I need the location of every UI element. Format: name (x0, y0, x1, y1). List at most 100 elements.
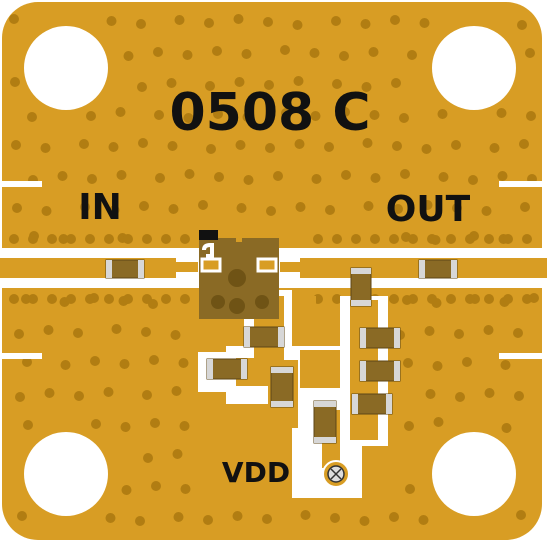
via (370, 234, 380, 244)
via (501, 423, 512, 433)
via (9, 14, 19, 24)
via (241, 49, 252, 59)
via (168, 204, 179, 214)
via (489, 143, 500, 153)
bias-resistor-1 (206, 358, 248, 380)
via (174, 15, 185, 25)
via (262, 514, 272, 524)
via (330, 513, 340, 523)
bypass-capacitor-3-terminal (394, 361, 400, 381)
bias-resistor-1-terminal (207, 359, 213, 379)
via (454, 329, 464, 339)
via (9, 234, 19, 244)
via (22, 357, 32, 367)
via (422, 200, 433, 210)
via (80, 202, 90, 212)
bias-inductor-terminal (351, 268, 371, 274)
bias-inductor-terminal (351, 300, 371, 306)
via (154, 110, 164, 120)
via (465, 234, 475, 244)
via (332, 79, 342, 89)
via (433, 417, 444, 427)
via (390, 15, 400, 25)
via (183, 113, 194, 123)
via (103, 387, 114, 397)
via (180, 234, 190, 244)
via (503, 234, 513, 244)
via (205, 81, 215, 91)
via (111, 324, 122, 334)
via (522, 234, 532, 244)
via (105, 513, 116, 523)
via (437, 109, 448, 119)
part-label: 0508 C (170, 83, 371, 143)
edge-notches (0, 181, 547, 359)
via (137, 82, 147, 92)
via (170, 330, 181, 340)
via (293, 76, 304, 86)
via (311, 174, 322, 184)
via (15, 392, 25, 402)
via (389, 294, 399, 304)
via (139, 201, 149, 211)
via (104, 234, 114, 244)
via (418, 515, 429, 525)
via (325, 205, 335, 215)
via (351, 234, 361, 244)
via (446, 294, 456, 304)
via (180, 484, 191, 494)
via (204, 18, 214, 28)
via (28, 294, 38, 304)
via (340, 107, 350, 117)
via (324, 142, 334, 152)
via (14, 329, 24, 339)
via (41, 206, 52, 216)
via (361, 82, 372, 92)
via (500, 360, 511, 370)
via (153, 47, 163, 57)
via (119, 359, 130, 369)
via (12, 203, 22, 213)
via (408, 234, 418, 244)
via (264, 80, 274, 90)
mounting-hole-top-left (24, 26, 108, 110)
via (85, 294, 95, 304)
via (120, 422, 131, 432)
mounting-holes (24, 26, 516, 516)
via (404, 421, 414, 431)
mounting-hole-bottom-left (24, 432, 108, 516)
via (104, 294, 114, 304)
via (232, 511, 243, 521)
bias-resistor-1-terminal (241, 359, 247, 379)
via (432, 361, 443, 371)
bias-resistor-3-terminal (314, 437, 336, 443)
via (123, 294, 133, 304)
via (212, 46, 222, 56)
via (400, 169, 410, 179)
via (368, 47, 379, 57)
via (17, 511, 27, 521)
via (182, 50, 193, 60)
via (184, 169, 195, 179)
via (66, 234, 76, 244)
via (161, 234, 171, 244)
via (389, 234, 399, 244)
via (391, 78, 401, 88)
via (427, 234, 437, 244)
via (138, 138, 148, 148)
via (525, 48, 535, 58)
via (166, 78, 177, 88)
via (136, 19, 146, 29)
via (106, 16, 117, 26)
via (47, 294, 57, 304)
via (484, 234, 494, 244)
via (313, 234, 323, 244)
via (425, 389, 436, 399)
via (452, 203, 462, 213)
via (403, 358, 413, 368)
via (407, 50, 417, 60)
via (142, 234, 152, 244)
bias-resistor-2 (270, 366, 294, 408)
via (116, 170, 127, 180)
